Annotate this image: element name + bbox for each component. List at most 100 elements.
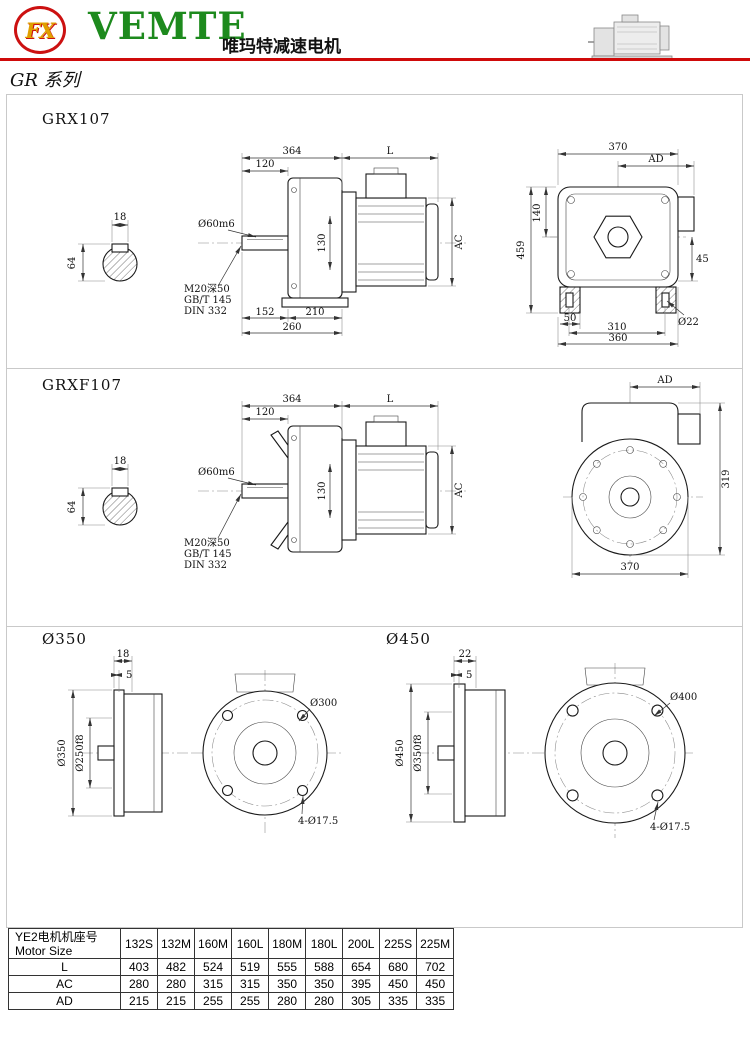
header-red-rule — [0, 58, 750, 61]
col-header-180M: 180M — [268, 928, 307, 959]
col-header-200L: 200L — [342, 928, 381, 959]
flange-450-drawing: 22 5 Ø450 Ø350f8 Ø400 4-Ø17.5 — [395, 649, 697, 838]
row-label-AC: AC — [8, 975, 121, 993]
drawing-area-frame — [6, 94, 743, 928]
cell-AC-200L: 395 — [342, 975, 381, 993]
dim-bolt-holes: 4-Ø17.5 — [298, 816, 338, 827]
dim-130: 130 — [317, 481, 328, 500]
col-header-225S: 225S — [379, 928, 418, 959]
row-label-AD: AD — [8, 992, 121, 1010]
fan-cover — [425, 203, 439, 281]
tap-note-line3: DIN 332 — [184, 560, 227, 571]
dim-foot-hole: Ø22 — [678, 317, 699, 328]
motor-flange — [341, 191, 357, 293]
dim-L: L — [387, 146, 394, 157]
dim-364: 364 — [282, 146, 301, 157]
mounting-foot — [281, 297, 349, 308]
terminal-box-side — [677, 196, 695, 232]
table-row-L: L 403 482 524 519 555 588 654 680 702 — [8, 958, 455, 976]
section-title-grx107: GRX107 — [42, 110, 111, 128]
section-divider-2 — [6, 626, 743, 627]
cell-AC-180M: 350 — [268, 975, 307, 993]
dim-210: 210 — [305, 307, 324, 318]
output-shaft — [241, 235, 289, 251]
section-title-grxf107: GRXF107 — [42, 376, 122, 394]
dim-AD: AD — [656, 375, 672, 386]
dim-459: 459 — [516, 240, 527, 259]
tap-note-line3: DIN 332 — [184, 306, 227, 317]
cell-AD-225M: 335 — [416, 992, 455, 1010]
keyway — [111, 243, 129, 253]
dim-120: 120 — [255, 407, 274, 418]
tap-note-line2: GB/T 145 — [184, 549, 232, 560]
tap-note-line1: M20深50 — [184, 537, 230, 549]
table-header-cn: YE2电机机座号 — [15, 929, 98, 944]
dim-key-width: 18 — [114, 212, 127, 223]
shaft-stub — [97, 745, 115, 761]
cell-AD-160L: 255 — [231, 992, 270, 1010]
dim-120: 120 — [255, 159, 274, 170]
dim-spigot: Ø350f8 — [413, 734, 424, 771]
grxf107-shaft-section-drawing: 18 64 — [67, 456, 138, 526]
table-header-en: Motor Size — [15, 943, 73, 958]
dim-310: 310 — [607, 322, 626, 333]
dim-key-height: 64 — [67, 501, 78, 514]
cell-L-160M: 524 — [194, 958, 233, 976]
col-header-225M: 225M — [416, 928, 455, 959]
dim-260: 260 — [282, 322, 301, 333]
grx107-side-view-drawing: 364 L 120 Ø60m6 130 AC 152 210 260 M20深5… — [184, 146, 466, 336]
cell-L-225M: 702 — [416, 958, 455, 976]
cell-AC-160M: 315 — [194, 975, 233, 993]
tap-note-line2: GB/T 145 — [184, 295, 232, 306]
motor-body — [355, 197, 427, 287]
dim-AC: AC — [454, 482, 465, 498]
tap-note-line1: M20深50 — [184, 283, 230, 295]
series-label: GR 系列 — [10, 70, 80, 91]
dim-AC: AC — [454, 234, 465, 250]
section-title-flange-350: Ø350 — [42, 630, 87, 648]
dim-key-height: 64 — [67, 257, 78, 270]
header-motor-thumbnail-icon — [588, 14, 673, 61]
dim-370: 370 — [620, 562, 639, 573]
housing-profile — [123, 693, 163, 813]
cell-AC-132S: 280 — [120, 975, 158, 993]
brand-tagline: 唯玛特减速电机 — [222, 37, 341, 56]
flange-plate — [113, 689, 125, 817]
cell-AD-225S: 335 — [379, 992, 418, 1010]
output-shaft — [241, 483, 289, 499]
table-corner-cell: YE2电机机座号 Motor Size — [8, 928, 121, 959]
dim-bolt-circle: Ø400 — [670, 692, 697, 703]
dim-18: 18 — [117, 649, 130, 660]
dim-flange-od: Ø350 — [57, 739, 68, 766]
cell-L-132M: 482 — [156, 958, 196, 976]
cell-AC-225M: 450 — [416, 975, 455, 993]
right-foot-slot — [661, 292, 670, 308]
flange-plate — [453, 683, 466, 823]
fan-cover — [425, 451, 439, 529]
flange-ear-bottom — [270, 520, 291, 550]
cell-AD-180M: 280 — [268, 992, 307, 1010]
cell-AD-200L: 305 — [342, 992, 381, 1010]
dim-AD: AD — [647, 154, 663, 165]
table-row-AD: AD 215 215 255 255 280 280 305 335 335 — [8, 992, 455, 1010]
dim-152: 152 — [255, 307, 274, 318]
cell-AC-225S: 450 — [379, 975, 418, 993]
brand-logo: FX — [14, 6, 66, 54]
col-header-132S: 132S — [120, 928, 158, 959]
col-header-132M: 132M — [156, 928, 196, 959]
gearbox-housing — [287, 425, 343, 553]
motor-dimension-table: YE2电机机座号 Motor Size 132S 132M 160M 160L … — [8, 928, 455, 1010]
motor-flange — [341, 439, 357, 541]
cell-AD-160M: 255 — [194, 992, 233, 1010]
gearbox-housing — [287, 177, 343, 299]
dim-140: 140 — [532, 203, 543, 222]
dim-22: 22 — [459, 649, 472, 660]
dim-50: 50 — [564, 313, 577, 324]
grx107-rear-view-drawing: 370 AD 459 140 45 50 310 360 Ø22 — [516, 142, 709, 347]
cell-AD-180L: 280 — [305, 992, 344, 1010]
dim-bolt-holes: 4-Ø17.5 — [650, 822, 690, 833]
motor-body — [355, 445, 427, 535]
cell-L-225S: 680 — [379, 958, 418, 976]
section-title-flange-450: Ø450 — [386, 630, 431, 648]
dim-flange-od: Ø450 — [395, 739, 406, 766]
